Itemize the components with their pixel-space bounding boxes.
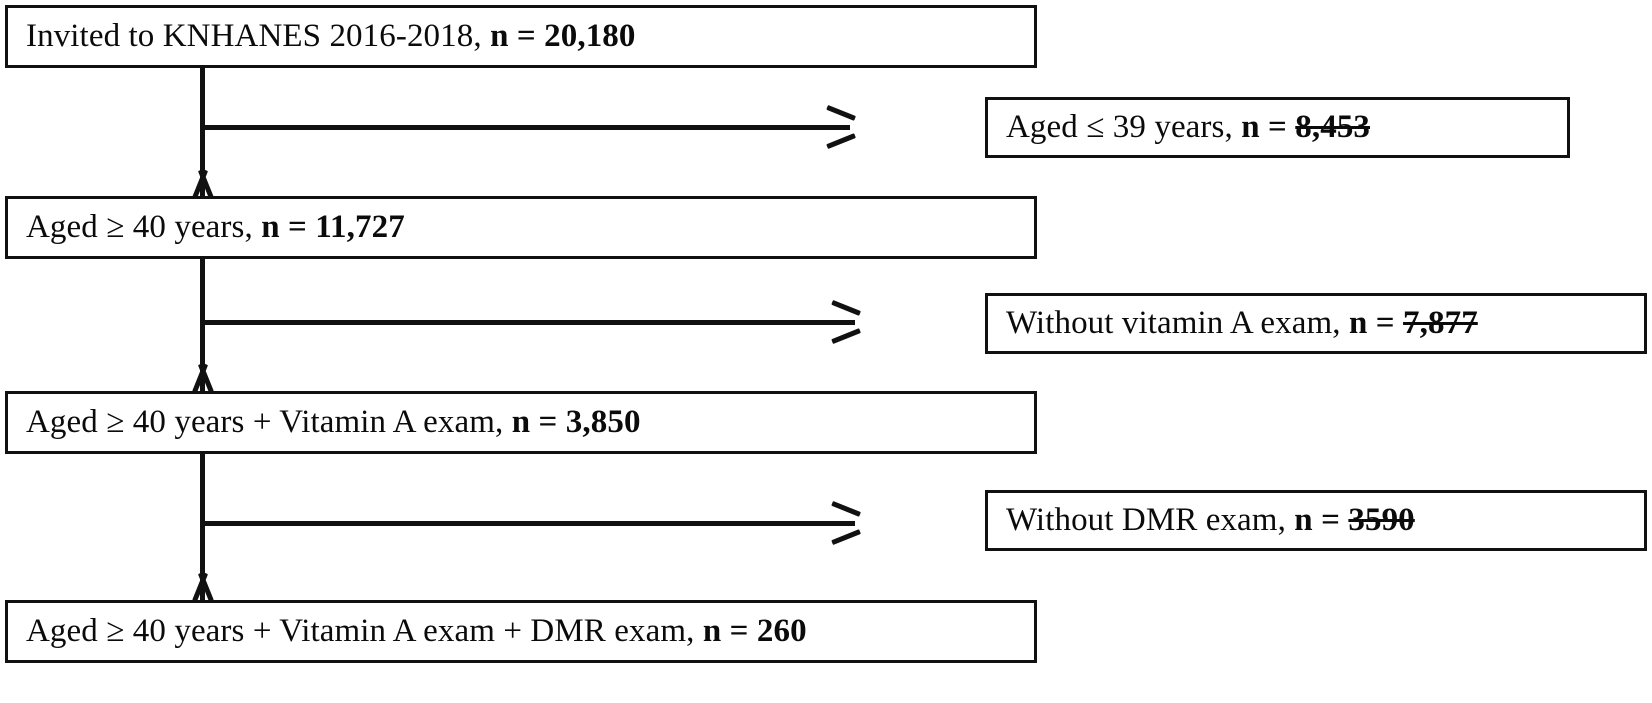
- arrow-right-icon-bar-bottom: [826, 133, 856, 150]
- node-invited-text: Invited to KNHANES 2016-2018, n = 20,180: [8, 19, 646, 54]
- node-final-sample-equals: =: [729, 613, 749, 650]
- node-final-sample-label: Aged ≥ 40 years + Vitamin A exam + DMR e…: [26, 613, 695, 650]
- connector-branch-3: [200, 521, 855, 526]
- connector-stem-1: [200, 68, 205, 198]
- node-exclusion-age-text: Aged ≤ 39 years, n = 8,453: [988, 110, 1380, 145]
- node-aged40-text: Aged ≥ 40 years, n = 11,727: [8, 210, 415, 245]
- node-exclusion-vitamin-a-equals: =: [1375, 305, 1395, 342]
- node-exclusion-dmr-text: Without DMR exam, n = 3590: [988, 503, 1425, 538]
- node-exclusion-dmr-n-label: n: [1294, 502, 1313, 539]
- node-aged40-vitamin-a-text: Aged ≥ 40 years + Vitamin A exam, n = 3,…: [8, 405, 651, 440]
- node-invited-n-label: n: [490, 18, 509, 55]
- node-invited-equals: =: [516, 18, 536, 55]
- node-aged40-vitamin-a: Aged ≥ 40 years + Vitamin A exam, n = 3,…: [5, 391, 1037, 454]
- node-invited-label: Invited to KNHANES 2016-2018,: [26, 18, 482, 55]
- node-final-sample-n-label: n: [702, 613, 722, 650]
- node-aged40-vitamin-a-value: 3,850: [565, 404, 641, 441]
- node-exclusion-vitamin-a: Without vitamin A exam, n = 7,877: [985, 293, 1647, 354]
- arrow-right-icon-bar-bottom: [831, 328, 861, 345]
- node-exclusion-dmr-value: 3590: [1348, 502, 1415, 539]
- node-exclusion-age-equals: =: [1268, 109, 1287, 146]
- node-final-sample-value: 260: [756, 613, 807, 650]
- node-invited-value: 20,180: [544, 18, 636, 55]
- arrow-right-icon-bar-top: [831, 500, 861, 517]
- node-aged40-n-label: n: [261, 209, 280, 246]
- node-exclusion-age-value: 8,453: [1295, 109, 1371, 146]
- connector-branch-2: [200, 320, 855, 325]
- arrow-right-icon-bar-top: [826, 104, 856, 121]
- connector-stem-3: [200, 454, 205, 601]
- node-aged40-vitamin-a-equals: =: [538, 404, 558, 441]
- connector-stem-2: [200, 259, 205, 392]
- node-exclusion-vitamin-a-n-label: n: [1348, 305, 1368, 342]
- node-exclusion-age-label: Aged ≤ 39 years,: [1006, 109, 1233, 146]
- node-exclusion-age-n-label: n: [1241, 109, 1260, 146]
- node-aged40-value: 11,727: [315, 209, 405, 246]
- connector-branch-1: [200, 125, 850, 130]
- node-aged40-vitamin-a-label: Aged ≥ 40 years + Vitamin A exam,: [26, 404, 504, 441]
- node-aged40-vitamin-a-n-label: n: [511, 404, 531, 441]
- arrow-right-icon-bar-top: [831, 299, 861, 316]
- node-exclusion-dmr-equals: =: [1321, 502, 1341, 539]
- node-aged40-label: Aged ≥ 40 years,: [26, 209, 253, 246]
- node-aged40-equals: =: [288, 209, 307, 246]
- node-invited: Invited to KNHANES 2016-2018, n = 20,180: [5, 5, 1037, 68]
- arrow-right-icon-bar-bottom: [831, 529, 861, 546]
- node-exclusion-dmr: Without DMR exam, n = 3590: [985, 490, 1647, 551]
- node-exclusion-dmr-label: Without DMR exam,: [1006, 502, 1286, 539]
- node-exclusion-vitamin-a-label: Without vitamin A exam,: [1006, 305, 1341, 342]
- node-final-sample: Aged ≥ 40 years + Vitamin A exam + DMR e…: [5, 600, 1037, 663]
- node-exclusion-age: Aged ≤ 39 years, n = 8,453: [985, 97, 1570, 158]
- node-exclusion-vitamin-a-value: 7,877: [1403, 305, 1478, 342]
- node-exclusion-vitamin-a-text: Without vitamin A exam, n = 7,877: [988, 306, 1488, 341]
- node-aged40: Aged ≥ 40 years, n = 11,727: [5, 196, 1037, 259]
- node-final-sample-text: Aged ≥ 40 years + Vitamin A exam + DMR e…: [8, 614, 817, 649]
